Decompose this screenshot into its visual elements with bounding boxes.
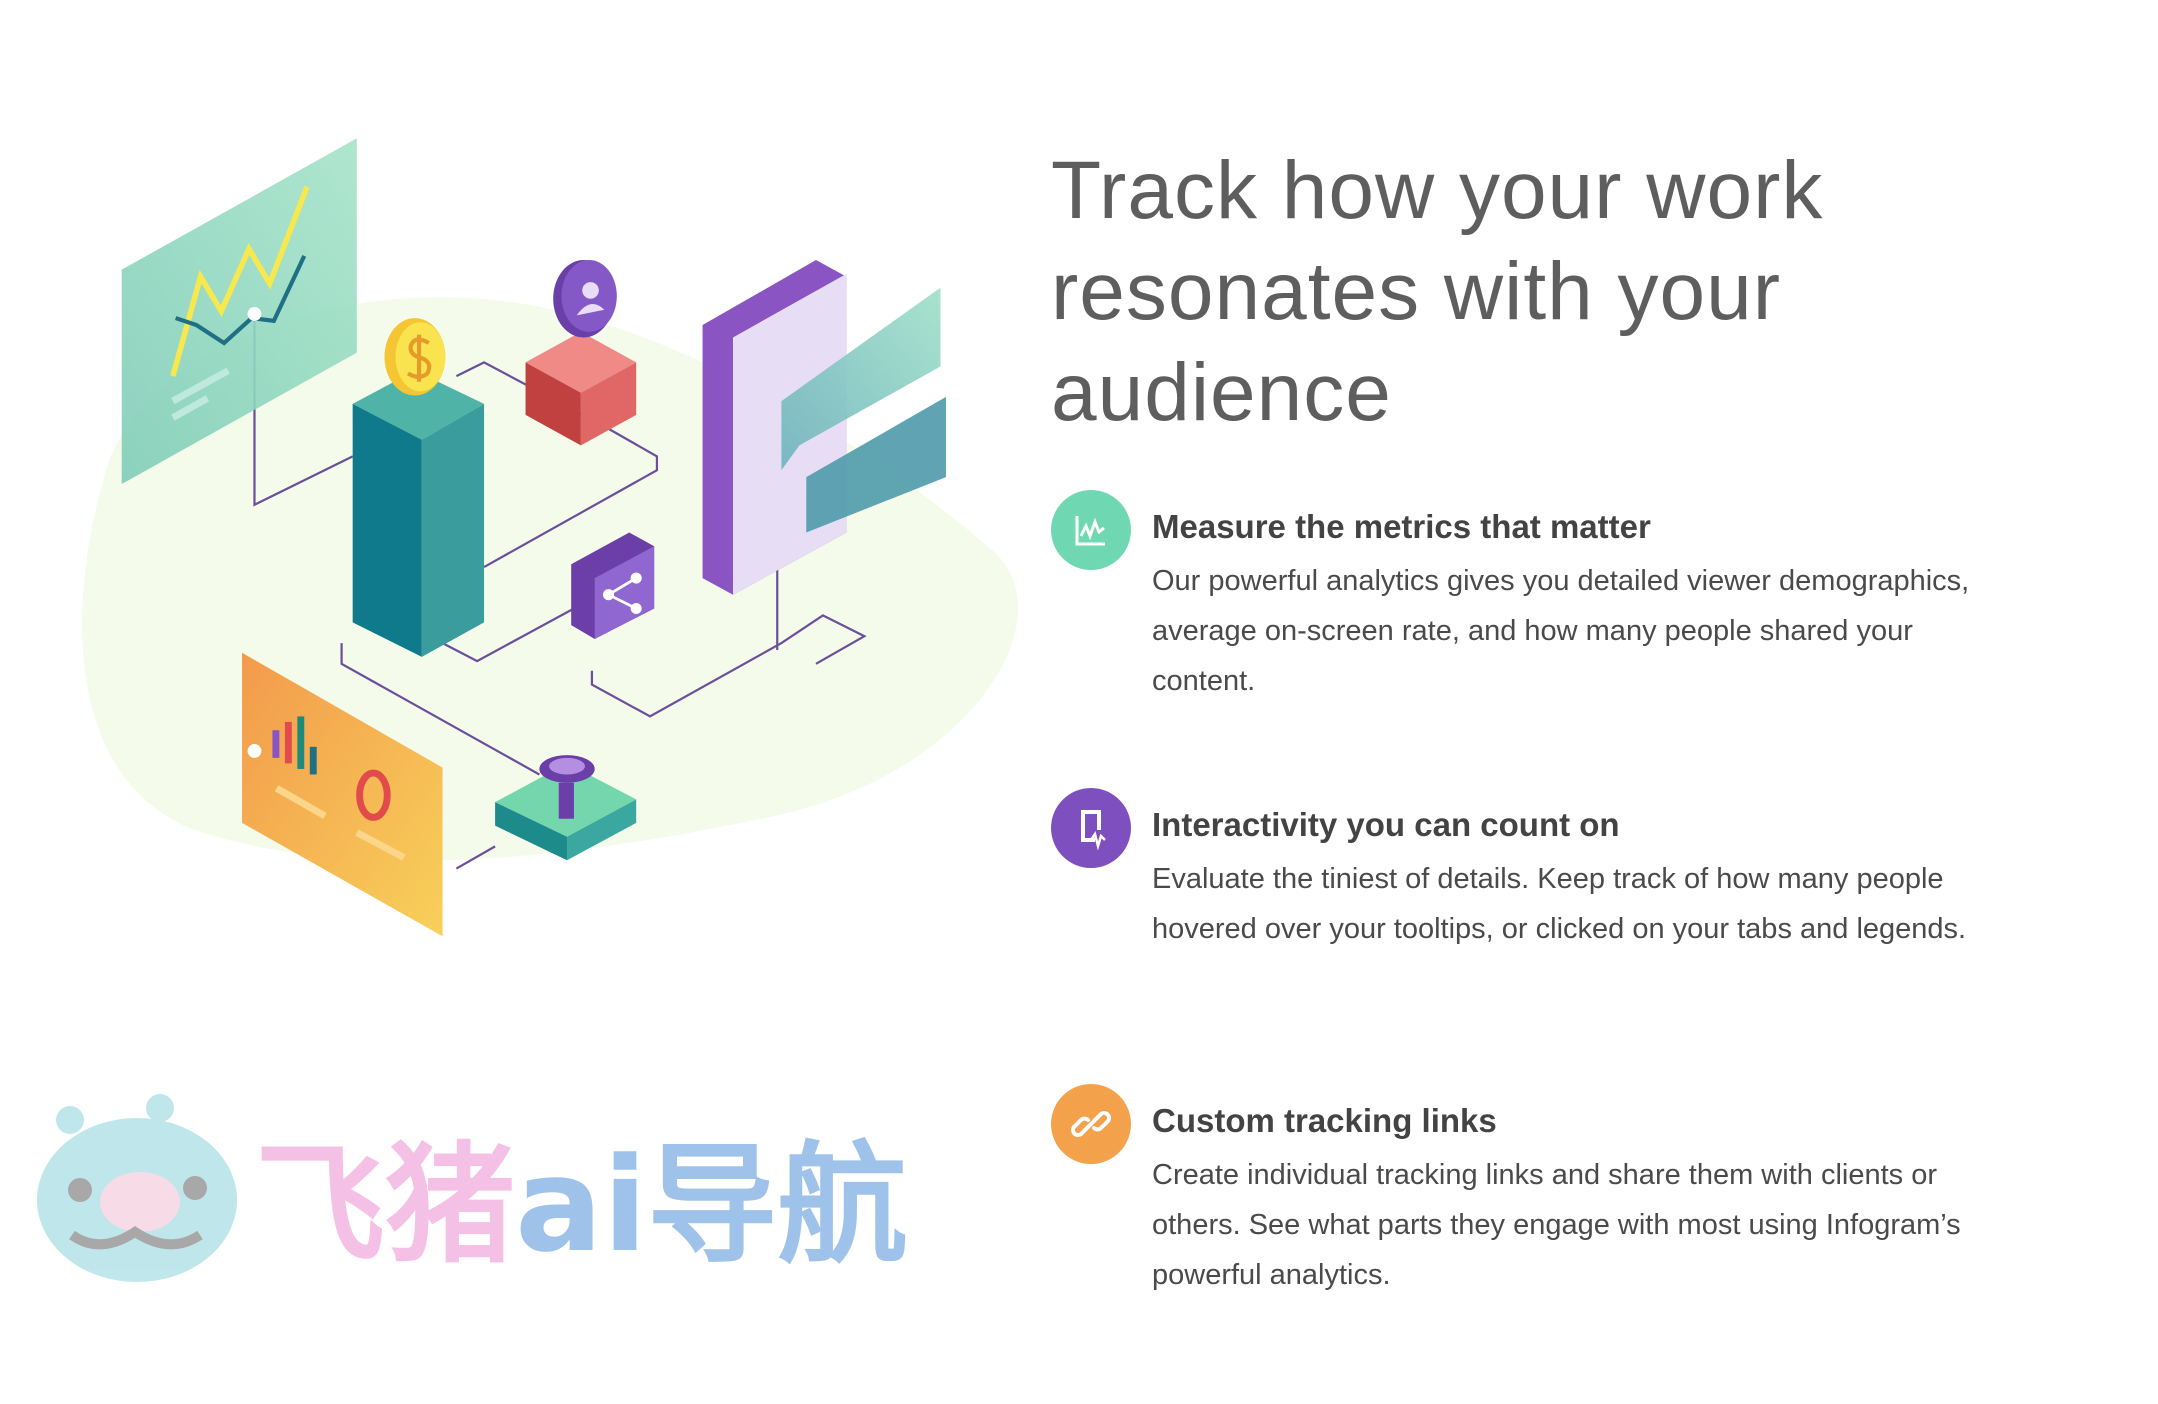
link-icon bbox=[1051, 1084, 1131, 1164]
funnel-platform bbox=[495, 755, 637, 861]
feature-heading: Custom tracking links bbox=[1152, 1102, 1497, 1139]
line-chart-panel bbox=[121, 138, 357, 485]
share-block-icon bbox=[571, 532, 655, 639]
red-cube bbox=[525, 331, 637, 446]
feature-description: Our powerful analytics gives you detaile… bbox=[1152, 565, 1970, 697]
feature-description: Create individual tracking links and sha… bbox=[1152, 1159, 1961, 1291]
orange-report-panel bbox=[242, 652, 443, 937]
watermark: 飞猪ai导航 bbox=[37, 1094, 907, 1282]
pig-logo bbox=[37, 1094, 237, 1282]
feature-heading: Interactivity you can count on bbox=[1152, 806, 1620, 843]
page-title: Track how your work resonates with your … bbox=[1051, 145, 1824, 438]
user-badge-icon bbox=[553, 260, 617, 338]
chart-line-icon bbox=[1051, 490, 1131, 570]
analytics-illustration bbox=[82, 138, 1019, 937]
dollar-coin-icon bbox=[384, 318, 446, 396]
feature-heading: Measure the metrics that matter bbox=[1152, 508, 1651, 545]
mobile-pulse-icon bbox=[1051, 788, 1131, 868]
feature-description: Evaluate the tiniest of details. Keep tr… bbox=[1152, 863, 1967, 945]
watermark-text: 飞猪ai导航 bbox=[255, 1129, 907, 1281]
connector-lines bbox=[253, 315, 867, 870]
chat-bubbles bbox=[781, 287, 946, 533]
teal-bar-block bbox=[352, 370, 485, 657]
